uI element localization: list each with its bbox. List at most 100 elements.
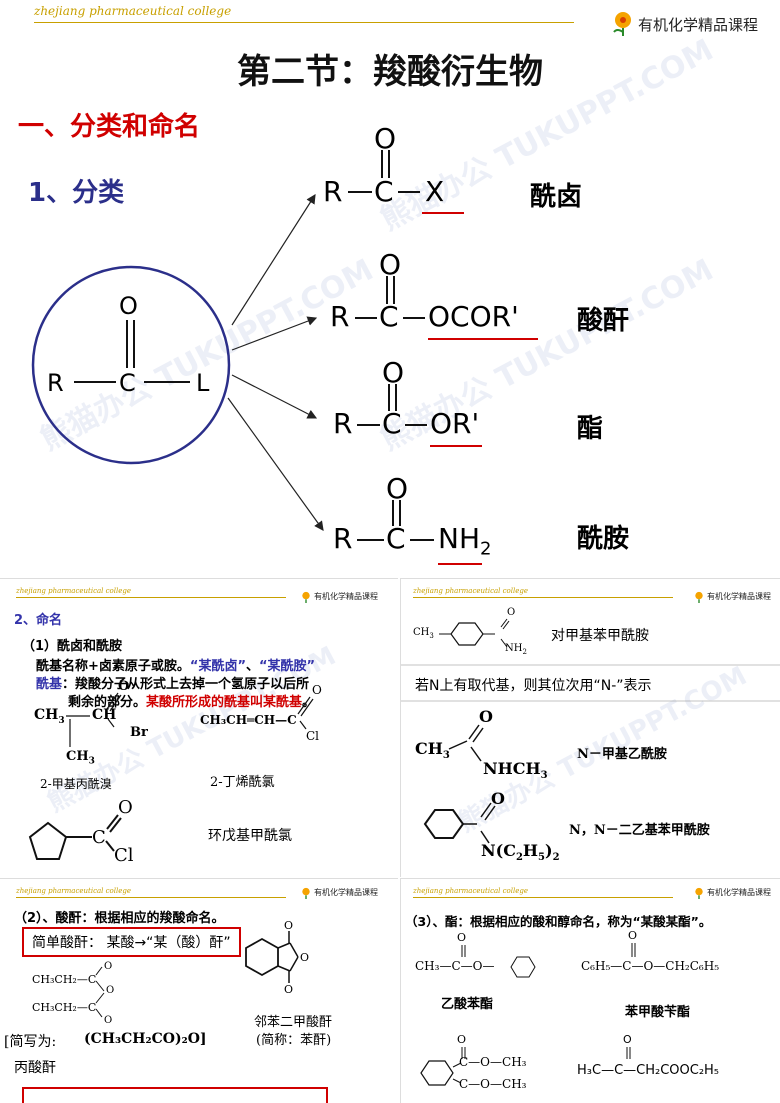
- amide2-ch3: CH3: [415, 739, 450, 762]
- acyl-halide-c: C: [374, 175, 394, 208]
- anhydride-name: 酸酐: [577, 306, 630, 336]
- slide-naming-ester: zhejiang pharmaceutical college 有机化学精品课程…: [400, 878, 780, 1103]
- header-course: 有机化学精品课程: [707, 888, 771, 897]
- rule-line-3: 剩余的部分。某酸所形成的酰基叫某酰基。: [68, 695, 316, 710]
- amide1-nh2: NH2: [505, 643, 527, 656]
- amide2-o: O: [479, 707, 493, 726]
- header-divider: [16, 597, 286, 598]
- slide-naming-anhydride: zhejiang pharmaceutical college 有机化学精品课程…: [0, 878, 398, 1103]
- ester4-formula: H₃C—C—CH₂COOC₂H₅: [577, 1063, 720, 1078]
- ex1-br: Br: [130, 725, 148, 740]
- amide-structures: [401, 618, 780, 844]
- header-course: 有机化学精品课程: [314, 592, 378, 601]
- amide3-name: N，N－二乙基苯甲酰胺: [569, 823, 710, 838]
- slide-naming-acyl: zhejiang pharmaceutical college 有机化学精品课程…: [0, 578, 398, 877]
- generic-o: O: [119, 292, 138, 320]
- anhydride1-name: 丙酸酐: [14, 1060, 56, 1076]
- slide-naming-amide: zhejiang pharmaceutical college 有机化学精品课程…: [400, 578, 780, 877]
- anhydride2-name: 邻苯二甲酸酐: [254, 1015, 333, 1030]
- anhydride-structures: [95, 931, 299, 1018]
- amide-r: R: [333, 522, 353, 555]
- ex1-name: 2-甲基丙酰溴: [40, 777, 112, 791]
- naming-heading: 2、命名: [14, 613, 63, 628]
- header-divider: [413, 897, 673, 898]
- acyl-halide-group: X: [425, 175, 445, 208]
- ex2-cl: Cl: [306, 729, 320, 743]
- ester3-bottom: C—O—CH₃: [459, 1077, 527, 1091]
- amide-o: O: [386, 472, 409, 505]
- amide1-o: O: [507, 607, 516, 618]
- ester1-formula: CH₃—C—O—: [415, 959, 495, 973]
- amide2-nhch3: NHCH3: [483, 759, 548, 782]
- ex3-c: C: [92, 827, 106, 848]
- amide1-methyl: CH3: [413, 627, 434, 640]
- phthalic-o-ring: O: [300, 951, 310, 964]
- anhydride-o-top: O: [104, 961, 113, 972]
- ester-r: R: [333, 407, 353, 440]
- ester-o: O: [382, 356, 405, 389]
- ex3-cl: Cl: [114, 845, 134, 866]
- header-course: 有机化学精品课程: [707, 592, 771, 601]
- slide-classification: zhejiang pharmaceutical college 有机化学精品课程…: [18, 4, 759, 565]
- ex3-o: O: [118, 797, 133, 818]
- header-college: zhejiang pharmaceutical college: [413, 887, 529, 895]
- n-substituent-rule: 若N上有取代基，则其位次用“N-”表示: [415, 678, 652, 694]
- ex1-ch3: CH3: [34, 707, 65, 726]
- group-underline: [422, 212, 464, 214]
- ex1-ch: CH: [92, 707, 117, 723]
- ester3-top: C—O—CH₃: [459, 1055, 527, 1069]
- ester1-o: O: [457, 931, 467, 944]
- flower-icon: [300, 887, 312, 899]
- ex2-o: O: [312, 683, 322, 697]
- ester2-formula: C₆H₅—C—O—CH₂C₆H₅: [581, 959, 720, 973]
- flower-icon: [610, 10, 636, 36]
- phthalic-o-top: O: [284, 919, 294, 932]
- header-college: zhejiang pharmaceutical college: [413, 587, 529, 595]
- amide2-name: N－甲基乙酰胺: [577, 747, 667, 762]
- ex1-o: O: [118, 679, 130, 694]
- ester-structures: [420, 943, 636, 1086]
- group-underline: [428, 338, 538, 340]
- section-heading: 一、分类和命名: [18, 112, 201, 142]
- ester-c: C: [382, 407, 402, 440]
- ex3-name: 环戊基甲酰氯: [208, 828, 292, 844]
- ex2-formula: CH₃CH═CH—C: [200, 713, 297, 727]
- naming-subheading: （1）酰卤和酰胺: [22, 639, 123, 654]
- acyl-halide-name: 酰卤: [530, 182, 583, 212]
- amide-c: C: [386, 522, 406, 555]
- anhydride-c: C: [379, 300, 399, 333]
- acyl-circle: [31, 265, 231, 465]
- amide3-o: O: [491, 789, 505, 808]
- ester-name: 酯: [577, 414, 604, 444]
- group-underline: [438, 563, 482, 565]
- header-college: zhejiang pharmaceutical college: [16, 887, 132, 895]
- rule-line-1: 酰基名称+卤素原子或胺。“某酰卤”、“某酰胺”: [36, 659, 316, 674]
- flower-icon: [693, 591, 705, 603]
- flower-icon: [693, 887, 705, 899]
- ex2-name: 2-丁烯酰氯: [210, 775, 275, 790]
- anhydride-bottom-chain: CH₃CH₂—C: [32, 1001, 97, 1014]
- header-college: zhejiang pharmaceutical college: [34, 4, 232, 18]
- anhydride-group: OCOR': [428, 300, 519, 333]
- phthalic-o-bottom: O: [284, 983, 294, 996]
- amide1-name: 对甲基苯甲酰胺: [551, 628, 649, 644]
- generic-l: L: [196, 369, 210, 397]
- acyl-halide-o: O: [374, 122, 397, 155]
- anhydride-o-bridge: O: [106, 985, 115, 996]
- ester4-o: O: [623, 1033, 632, 1046]
- generic-r: R: [47, 369, 64, 397]
- anhydride-o-bottom: O: [104, 1015, 113, 1026]
- generic-c: C: [119, 369, 136, 397]
- ester2-o: O: [628, 929, 638, 942]
- ester-heading: （3）、酯：根据相应的酸和醇命名，称为“某酸某酯”。: [405, 914, 712, 929]
- classification-diagram: [31, 150, 434, 541]
- amide-group: NH2: [438, 522, 492, 560]
- subsection-heading: 1、分类: [28, 178, 125, 208]
- anhydride-heading: （2）、酸酐：根据相应的羧酸命名。: [14, 911, 225, 926]
- ester-group: OR': [430, 407, 480, 440]
- header-divider: [34, 22, 574, 23]
- anhydride-r: R: [330, 300, 350, 333]
- flower-icon: [300, 591, 312, 603]
- group-underline: [430, 445, 482, 447]
- next-rule-box: [22, 1087, 328, 1103]
